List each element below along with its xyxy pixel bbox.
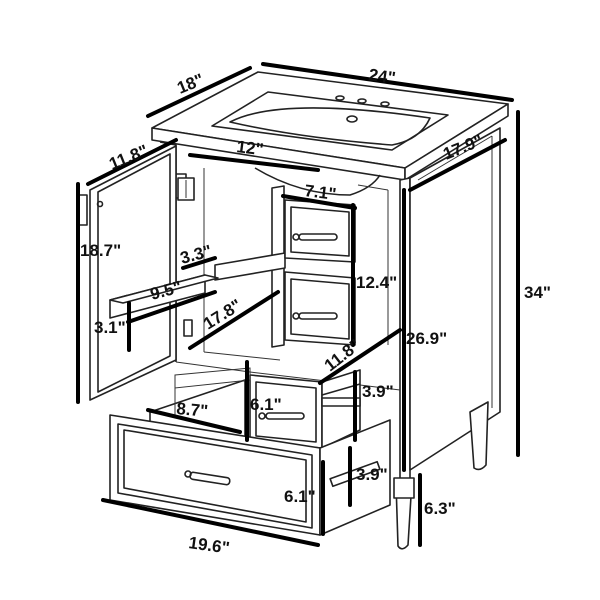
open-door [78,145,219,401]
label-leg-height: 6.3" [424,499,456,518]
dimension-lines [76,62,520,547]
small-drawer-upper [284,199,356,263]
label-depth-top: 18" [174,70,206,98]
countertop [151,71,509,196]
label-bottom-drawer-inner-width: 8.7" [176,399,209,421]
label-door-height: 18.7" [80,241,121,260]
pulled-small-drawer [249,369,361,449]
label-drawer-stack-height: 12.4" [356,273,397,292]
label-small-drawer-side: 3.9" [362,382,394,401]
label-shelf-height: 3.1" [94,318,126,337]
bottom-drawer [109,367,391,536]
label-body-height: 26.9" [406,329,447,348]
label-base-width: 19.6" [187,533,230,558]
label-small-drawer-width: 7.1" [304,181,338,204]
label-inner-drawer-height: 6.1" [250,395,282,414]
label-shelf-depth: 3.3" [178,241,214,268]
label-bottom-drawer-height: 6.1" [284,487,316,506]
legs [393,401,489,550]
small-drawer-middle [284,271,356,346]
label-bottom-drawer-side: 3.9" [356,465,388,484]
label-width-top: 24" [367,65,396,88]
label-total-height: 34" [524,283,551,302]
label-inner-width-top: 12" [236,137,265,159]
cabinet-body [159,127,501,486]
